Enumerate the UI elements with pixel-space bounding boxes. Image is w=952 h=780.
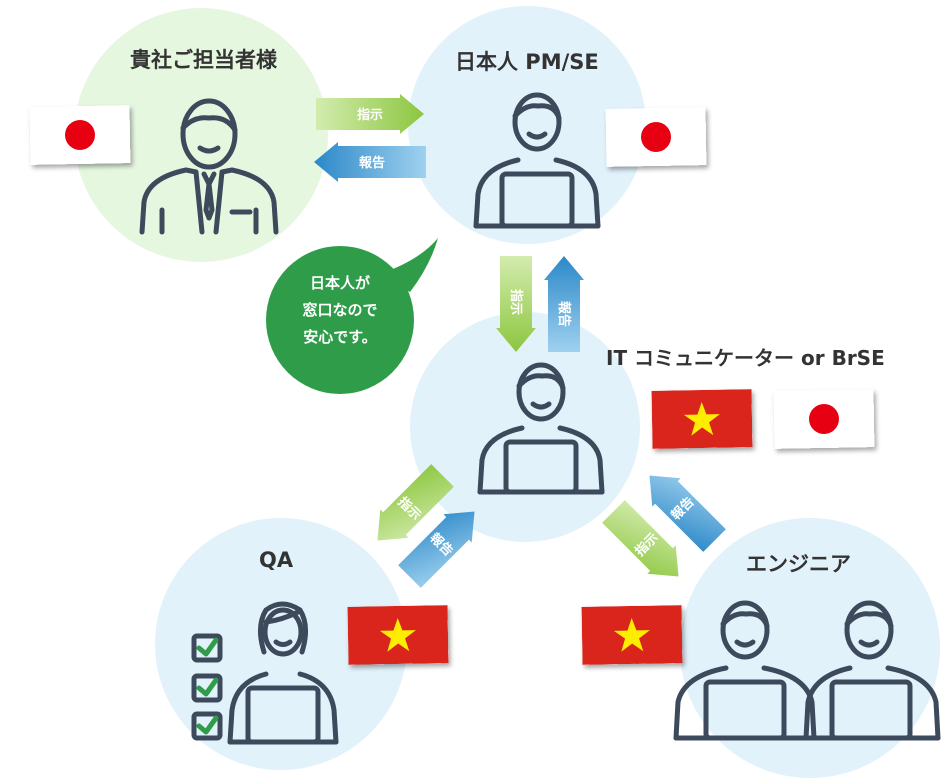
instruct-arrow-client-pm: 指示 — [316, 94, 426, 134]
comm-circle — [410, 312, 640, 542]
report-arrow-comm-pm: 報告 — [544, 256, 584, 352]
bubble-line-3: 安心です。 — [303, 328, 377, 346]
engineer-person-icon-1 — [670, 598, 820, 746]
speech-bubble — [266, 238, 438, 394]
engineer-circle — [680, 518, 940, 778]
bubble-text: 日本人が 窓口なので 安心です。 — [270, 270, 410, 351]
pm-label: 日本人 PM/SE — [455, 50, 599, 74]
comm-label: IT コミュニケーター or BrSE — [606, 346, 885, 370]
bubble-line-1: 日本人が — [309, 274, 370, 292]
qa-label: QA — [259, 548, 294, 572]
instruct-arrow-pm-comm: 指示 — [496, 256, 536, 352]
comm-person-icon — [466, 360, 616, 500]
report-label-2: 報告 — [556, 301, 572, 327]
report-arrow-qa-comm: 報告 — [392, 494, 492, 594]
bubble-line-2: 窓口なので — [302, 301, 378, 319]
report-label-1: 報告 — [359, 155, 385, 171]
pm-person-icon — [462, 90, 612, 240]
vietnam-flag-engineer — [581, 605, 683, 665]
qa-person-icon — [186, 596, 376, 746]
vietnam-flag-comm — [651, 389, 753, 449]
instruct-arrow-comm-qa: 指示 — [360, 458, 460, 558]
client-person-icon — [134, 92, 284, 242]
instruct-arrow-comm-engineer: 指示 — [596, 494, 696, 594]
instruct-label-1: 指示 — [357, 107, 383, 123]
japan-flag-comm — [773, 389, 875, 449]
client-label: 貴社ご担当者様 — [130, 48, 277, 72]
instruct-label-2: 指示 — [508, 289, 524, 315]
japan-flag-client — [29, 105, 131, 165]
report-arrow-engineer-comm: 報告 — [632, 458, 732, 558]
report-arrow-pm-client: 報告 — [314, 142, 426, 182]
engineer-label: エンジニア — [746, 552, 851, 576]
engineer-person-icon-2 — [794, 598, 944, 746]
vietnam-flag-qa — [347, 605, 449, 665]
japan-flag-pm — [605, 107, 707, 167]
